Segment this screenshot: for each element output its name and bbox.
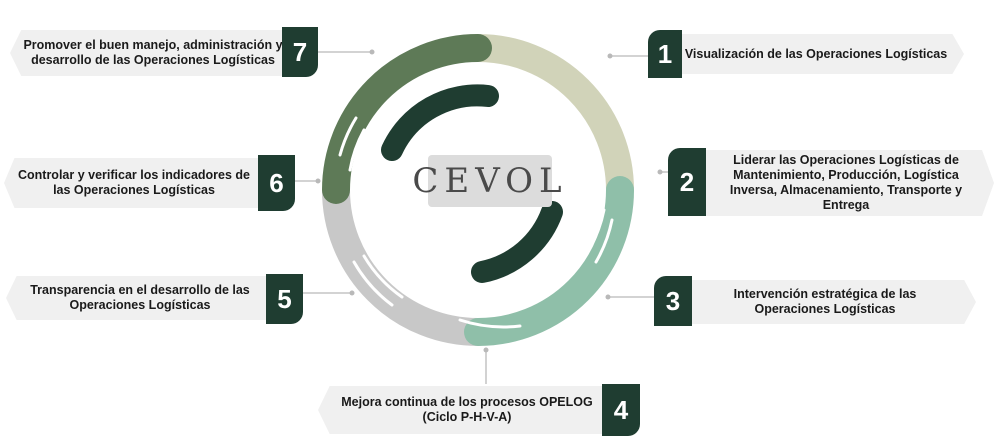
- streak-line: [588, 208, 606, 250]
- step-6-number: 6: [258, 155, 295, 211]
- ring-segment-sage: [322, 34, 492, 204]
- inner-arc-top: [381, 84, 499, 161]
- streak-line: [582, 198, 598, 238]
- streak-line: [348, 128, 366, 172]
- banner-step-7: [10, 30, 292, 76]
- streak-line: [358, 144, 374, 182]
- step-3-number: 3: [654, 276, 692, 326]
- step-4-number: 4: [602, 384, 640, 436]
- connector-dot-3: [605, 294, 611, 300]
- ring-segment-mint: [464, 176, 634, 346]
- connector-dot-7: [369, 49, 375, 55]
- step-1-number: 1: [648, 30, 682, 78]
- streak-line: [458, 318, 522, 329]
- ring-segment-gray: [322, 176, 492, 346]
- step-5-number: 5: [266, 274, 303, 324]
- step-7-number: 7: [282, 27, 318, 77]
- step-5-text: Transparencia en el desarrollo de las Op…: [30, 283, 250, 312]
- connector-dot-4: [483, 347, 489, 353]
- logo-background: [428, 155, 552, 207]
- step-6-text: Controlar y verificar los indicadores de…: [17, 168, 251, 197]
- ring-segment-beige: [464, 34, 634, 204]
- step-3-text: Intervención estratégica de las Operacio…: [733, 287, 917, 316]
- connector-dot-2: [657, 169, 663, 175]
- step-4-text: Mejora continua de los procesos OPELOG (…: [341, 395, 593, 424]
- banner-step-5: [6, 276, 272, 320]
- banner-step-4: [318, 386, 610, 434]
- streak-line: [362, 254, 404, 299]
- banner-step-1: [674, 34, 964, 74]
- connector-dot-6: [315, 178, 321, 184]
- streak-line: [594, 218, 614, 264]
- banner-step-3: [680, 280, 976, 324]
- step-2-number: 2: [668, 148, 706, 216]
- streak-line: [338, 116, 358, 157]
- cevol-logo: CEVOL: [412, 161, 568, 201]
- streak-line: [352, 260, 394, 307]
- step-2-text: Liderar las Operaciones Logísticas de Ma…: [729, 153, 963, 212]
- connector-dot-1: [607, 53, 613, 59]
- step-1-text: Visualización de las Operaciones Logísti…: [684, 46, 948, 61]
- streak-line: [372, 248, 412, 290]
- step-7-text: Promover el buen manejo, administración …: [23, 38, 283, 67]
- banner-step-6: [4, 158, 266, 208]
- banner-step-2: [694, 150, 994, 216]
- connector-dot-5: [349, 290, 355, 296]
- inner-arc-bottom: [471, 201, 563, 283]
